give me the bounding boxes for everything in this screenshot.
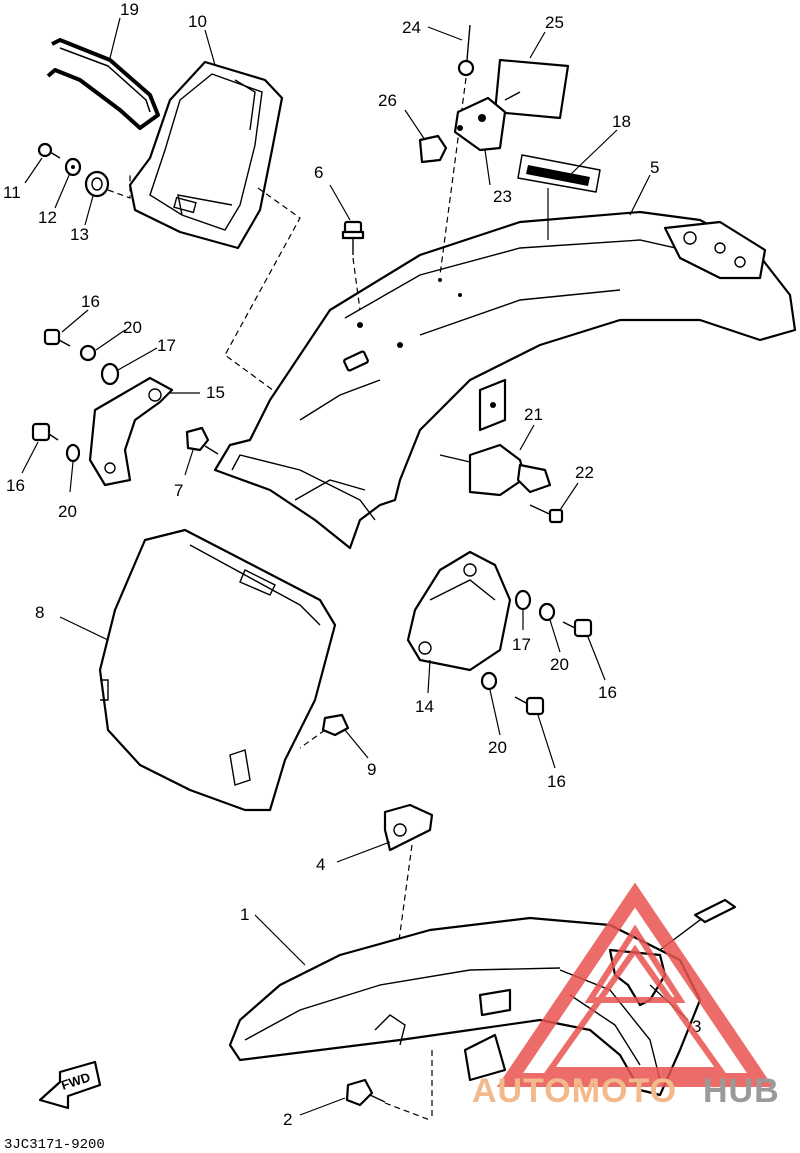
callout-20-a: 20	[123, 318, 142, 337]
callout-8: 8	[35, 603, 44, 622]
part-23-bracket	[453, 96, 507, 152]
fwd-arrow: FWD	[38, 1060, 102, 1110]
watermark-text-part1: AUTOMOTO	[472, 1072, 677, 1110]
diagram-code: 3JC3171-9200	[4, 1137, 105, 1153]
callout-9: 9	[367, 760, 376, 779]
part-16-bolt-a	[43, 328, 71, 347]
callout-4: 4	[316, 855, 325, 874]
callout-18: 18	[612, 112, 631, 131]
callout-17-b: 17	[512, 635, 531, 654]
part-17-collar-b	[514, 589, 532, 611]
watermark-logo	[496, 882, 774, 1087]
callout-16-a: 16	[81, 292, 100, 311]
watermark-text-part2: HUB	[703, 1072, 780, 1110]
callout-23: 23	[493, 187, 512, 206]
callout-20-d: 20	[488, 738, 507, 757]
callout-10: 10	[188, 12, 207, 31]
callout-3: 3	[692, 1017, 701, 1036]
part-16-bolt-d	[514, 696, 545, 716]
part-13-grommet	[84, 170, 110, 198]
part-25-reflector	[493, 58, 570, 120]
callout-2: 2	[283, 1110, 292, 1129]
part-10-housing	[128, 60, 284, 250]
callout-15: 15	[206, 383, 225, 402]
callout-labels: 19 10 11 12 13 24 25 26 23 18 5 6 16 20 …	[3, 0, 701, 1129]
callout-16-d: 16	[547, 772, 566, 791]
callout-5: 5	[650, 158, 659, 177]
part-7-bolt	[185, 426, 219, 455]
part-5-rear-fender	[213, 210, 797, 550]
callout-16-b: 16	[6, 476, 25, 495]
part-16-bolt-b	[31, 422, 59, 442]
callout-6: 6	[314, 163, 323, 182]
part-21-bracket	[439, 443, 552, 497]
part-20-washer-b	[65, 443, 81, 463]
callout-20-b: 20	[58, 502, 77, 521]
callout-20-c: 20	[550, 655, 569, 674]
callout-22: 22	[575, 463, 594, 482]
callout-25: 25	[545, 13, 564, 32]
watermark-text: AUTOMOTO HUB	[472, 1072, 780, 1110]
part-20-washer-c	[538, 602, 556, 622]
part-22-bolt	[529, 504, 564, 524]
part-20-washer-d	[480, 671, 498, 691]
callout-21: 21	[524, 405, 543, 424]
part-8-cover	[98, 528, 337, 812]
part-2-bolt	[345, 1078, 431, 1121]
part-26-nut	[418, 134, 448, 164]
callout-16-c: 16	[598, 683, 617, 702]
part-19-seal	[46, 38, 160, 130]
part-14-cover	[406, 550, 512, 672]
part-12-washer	[64, 157, 82, 177]
callout-11: 11	[3, 183, 21, 202]
part-18-emblem	[517, 154, 601, 193]
part-16-bolt-c	[562, 618, 593, 638]
callout-1: 1	[240, 905, 249, 924]
part-17-collar-a	[100, 362, 120, 386]
part-9-bolt	[299, 713, 350, 749]
part-6-bolt	[341, 220, 365, 255]
callout-13: 13	[70, 225, 89, 244]
callout-7: 7	[174, 481, 183, 500]
callout-17-a: 17	[157, 336, 176, 355]
callout-26: 26	[378, 91, 397, 110]
part-15-bracket	[88, 376, 174, 487]
callout-12: 12	[38, 208, 57, 227]
part-11-screw	[37, 142, 61, 159]
part-24-bolt	[457, 24, 475, 77]
callout-19: 19	[120, 0, 139, 19]
leader-lines	[21, 17, 689, 1116]
part-4-bracket	[383, 803, 434, 852]
part-20-washer-a	[79, 344, 97, 362]
callout-24: 24	[402, 18, 421, 37]
callout-14: 14	[415, 697, 434, 716]
